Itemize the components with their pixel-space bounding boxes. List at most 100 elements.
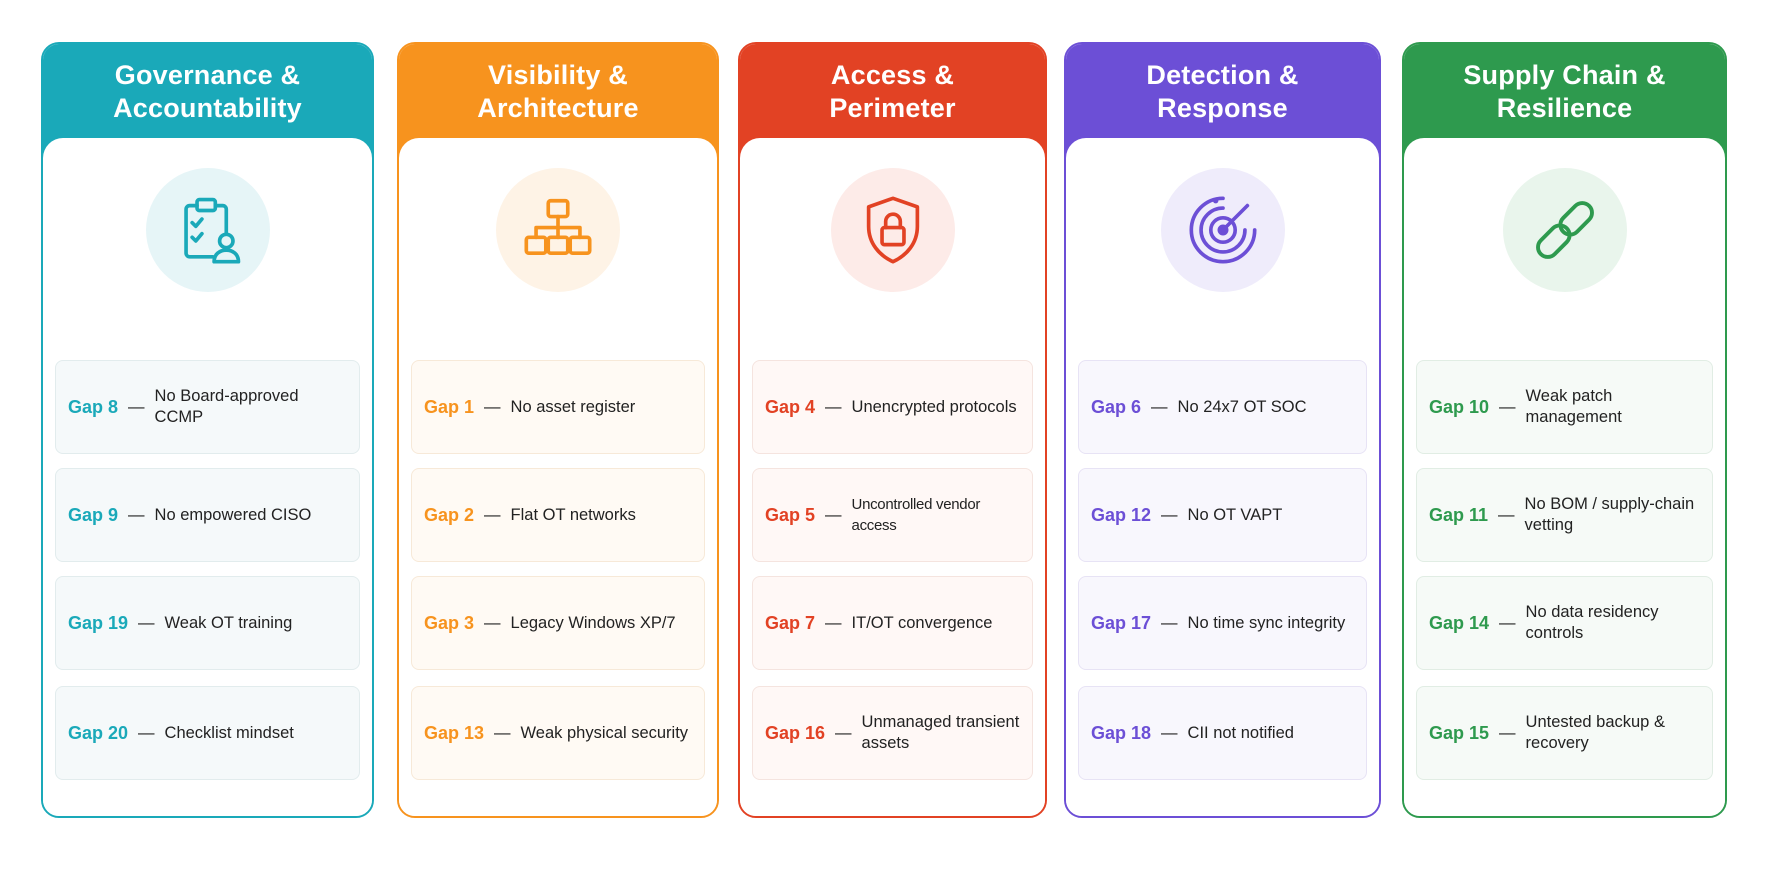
gap-separator: — [484,613,501,632]
gap-description: No OT VAPT [1187,505,1283,524]
icon-badge [830,168,955,292]
gap-separator: — [128,505,145,524]
network-hierarchy-icon [524,198,592,255]
gap-description: Weak patch management [1525,387,1622,426]
gap-separator: — [825,613,842,632]
column-title: Visibility & Architecture [477,60,639,123]
gap-description: No data residency controls [1525,603,1659,642]
gap-description: Weak physical security [520,723,689,742]
gap-card: Gap 18 — CII not notified [1078,686,1367,780]
gap-card: Gap 6 — No 24x7 OT SOC [1078,360,1367,454]
column-body: Gap 10 — Weak patch management Gap 11 — No B… [1404,138,1725,816]
gap-description: No time sync integrity [1187,613,1346,632]
gap-separator: — [128,397,145,416]
gap-card: Gap 20 — Checklist mindset [55,686,360,780]
gap-id: Gap 12 [1091,504,1152,525]
gap-description: Weak OT training [164,613,293,632]
gap-card: Gap 9 — No empowered CISO [55,468,360,562]
gap-description: No empowered CISO [154,505,312,524]
gap-separator: — [138,613,155,632]
gap-description: CII not notified [1187,723,1294,742]
gap-separator: — [835,723,852,742]
gap-card: Gap 5 — Uncontrolled vendor access [752,468,1033,562]
gap-card: Gap 8 — No Board-approved CCMP [55,360,360,454]
gap-id: Gap 14 [1429,612,1490,633]
gap-id: Gap 16 [765,722,826,743]
gap-description: No asset register [510,397,636,416]
category-column-supply-chain: Supply Chain & Resilience Gap 10 — Weak pa… [1402,42,1727,818]
column-title: Governance & Accountability [113,60,302,123]
gap-id: Gap 19 [68,612,129,633]
gap-separator: — [825,505,842,524]
chain-link-icon [1535,201,1594,259]
gap-description: No BOM / supply-chain vetting [1524,495,1695,534]
gap-card: Gap 11 — No BOM / supply-chain vetting [1416,468,1713,562]
gap-separator: — [1161,723,1178,742]
gap-card: Gap 13 — Weak physical security [411,686,705,780]
icon-badge [145,168,270,292]
gap-separator: — [1499,723,1516,742]
gap-description: Untested backup & recovery [1525,713,1665,752]
gap-description: Legacy Windows XP/7 [510,613,676,632]
gap-description: Unmanaged transient assets [861,713,1020,752]
gap-separator: — [825,397,842,416]
icon-badge [496,168,620,292]
gap-card: Gap 7—IT/OT convergence [752,576,1033,670]
gap-separator: — [1498,505,1515,524]
gap-separator: — [484,397,501,416]
gap-card: Gap 10 — Weak patch management [1416,360,1713,454]
category-column-governance: Governance & Accountability Gap 8 — No Boa… [41,42,374,818]
gap-id: Gap 1 [424,396,475,417]
gap-separator: — [1161,613,1178,632]
radar-target-icon [1189,196,1257,264]
gap-card: Gap 3 — Legacy Windows XP/7 [411,576,705,670]
gap-separator: — [138,723,155,742]
column-title: Detection & Response [1146,60,1299,123]
shield-lock-icon [866,196,919,264]
gap-description: No Board-approved CCMP [154,387,299,426]
column-body: Gap 4 — Unencrypted protocols Gap 5 — Uncont… [740,138,1045,816]
column-title: Access & Perimeter [829,60,956,123]
gap-separator: — [1161,505,1178,524]
gap-id: Gap 6 [1091,396,1142,417]
category-column-detection: Detection & Response Gap 6 — No 24x7 OT SO… [1064,42,1381,818]
gap-description: Uncontrolled vendor access [851,496,981,534]
gap-id: Gap 15 [1429,722,1490,743]
icon-badge [1502,168,1627,292]
gap-id: Gap 5 [765,504,816,525]
gap-card: Gap 1 — No asset register [411,360,705,454]
gap-card: Gap 4 — Unencrypted protocols [752,360,1033,454]
gap-id: Gap 13 [424,722,485,743]
gap-card: Gap 12 — No OT VAPT [1078,468,1367,562]
gap-id: Gap 10 [1429,396,1490,417]
gap-id: Gap 2 [424,504,475,525]
gap-card: Gap 17 — No time sync integrity [1078,576,1367,670]
column-body: Gap 6 — No 24x7 OT SOC Gap 12 — No OT VAPT G… [1066,138,1379,816]
gap-description: Checklist mindset [164,723,294,742]
gap-id: Gap 11 [1429,504,1489,525]
gap-id: Gap 17 [1091,612,1152,633]
icon-badge [1160,168,1285,292]
gap-id: Gap 7 [765,612,816,633]
gap-id: Gap 3 [424,612,475,633]
gap-card: Gap 15 — Untested backup & recovery [1416,686,1713,780]
gap-separator: — [1499,397,1516,416]
gap-card: Gap 19 — Weak OT training [55,576,360,670]
column-title: Supply Chain & Resilience [1463,60,1666,123]
gap-card: Gap 2—Flat OT networks [411,468,705,562]
gap-separator: — [1151,397,1168,416]
gap-card: Gap 14—No data residency controls [1416,576,1713,670]
gap-description: Unencrypted protocols [851,397,1017,416]
gap-description: No 24x7 OT SOC [1177,397,1307,416]
gap-id: Gap 8 [68,396,119,417]
gap-id: Gap 9 [68,504,119,525]
gap-id: Gap 4 [765,396,816,417]
column-body: Gap 8 — No Board-approved CCMP Gap 9 — No em… [43,138,372,816]
gap-separator: — [484,505,501,524]
gap-id: Gap 18 [1091,722,1152,743]
category-column-access: Access & Perimeter Gap 4 — Unencrypted pro… [738,42,1047,818]
gap-separator: — [494,723,511,742]
gap-id: Gap 20 [68,722,129,743]
column-body: Gap 1—No asset register Gap 2—Flat OT ne… [399,138,717,816]
gap-card: Gap 16 — Unmanaged transient assets [752,686,1033,780]
